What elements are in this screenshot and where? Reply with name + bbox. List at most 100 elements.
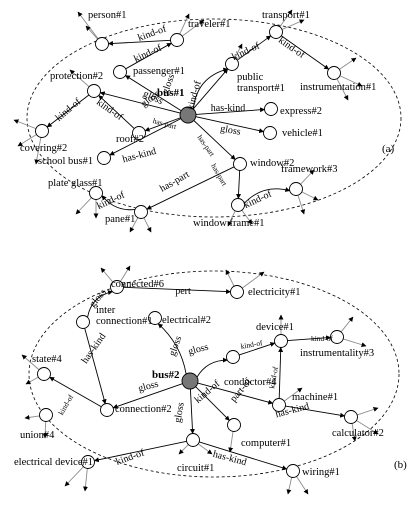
node-traveler — [170, 33, 184, 47]
outward-stub-person-0 — [77, 11, 99, 40]
outward-stub-covering-1 — [17, 134, 37, 147]
edge-bus-protection — [99, 91, 181, 114]
outward-stub-covering-0 — [13, 119, 37, 130]
edge-label-bus-connection: gloss — [137, 379, 160, 395]
edge-label-bus-roof: has-part — [152, 116, 179, 131]
edge-label-connection-state: kind-of — [56, 393, 75, 417]
edge-machine-device — [278, 347, 284, 399]
edge-bus-school_bus — [109, 118, 182, 156]
node-vehicle — [263, 126, 277, 140]
node-label-device: device#1 — [256, 322, 294, 333]
node-label-vehicle: vehicle#1 — [282, 128, 323, 139]
node-express — [264, 102, 278, 116]
outward-stub-framework-0 — [300, 169, 315, 185]
node-label-computer: computer#1 — [241, 438, 291, 449]
edge-passenger-traveler — [125, 42, 172, 70]
outward-stub-union-1 — [42, 421, 48, 439]
node-label-covering: covering#2 — [20, 143, 67, 154]
edge-public_transport-transport — [236, 35, 272, 61]
node-state — [37, 367, 51, 381]
outward-stub-electricity-0 — [225, 269, 235, 287]
edge-circuit-electrical_device — [93, 440, 187, 463]
outward-stub-wiring-1 — [286, 477, 293, 495]
edge-label-transport-instrumentation: kind-of — [276, 35, 307, 61]
edge-transport-instrumentation — [281, 35, 330, 70]
edge-conductor-device — [239, 342, 276, 356]
node-machine — [272, 398, 286, 412]
edge-bus-window — [193, 120, 236, 160]
outward-stub-framework-2 — [297, 195, 305, 215]
outward-stub-instrumentation-2 — [336, 78, 349, 101]
edge-window-window_frame — [236, 170, 242, 200]
node-label-conductor: conductor#4 — [224, 377, 277, 388]
node-label-connection: connection#2 — [115, 404, 172, 415]
edge-connection-state — [49, 376, 102, 408]
outward-stub-state-1 — [25, 376, 39, 385]
outward-stub-covering-2 — [34, 137, 42, 165]
edge-bus-vehicle — [195, 116, 265, 134]
node-public_transport — [225, 57, 239, 71]
outward-stub-union-0 — [24, 414, 40, 420]
node-computer — [227, 418, 241, 432]
edge-label-window-window_frame: has-part — [209, 162, 229, 188]
edge-bus-machine — [197, 382, 274, 405]
edge-label-passenger-traveler: kind-of — [132, 42, 164, 65]
outward-stub-transport-0 — [279, 9, 293, 28]
edge-connected-electricity — [123, 286, 232, 295]
node-label-passenger: passenger#1 — [133, 66, 185, 77]
edge-bus-public_transport — [192, 67, 229, 109]
node-wiring — [286, 464, 300, 478]
edge-label-connected-electricity: pert — [175, 286, 191, 297]
edge-bus-express — [195, 107, 266, 115]
edge-label-roof-protection: kind-of — [94, 97, 125, 123]
edge-interconnection-connected — [87, 290, 113, 318]
node-protection — [87, 84, 101, 98]
edge-label-circuit-electrical_device: kind-of — [114, 447, 146, 468]
outward-stub-state-0 — [21, 354, 40, 371]
panel-label-a: (a) — [382, 143, 395, 155]
outward-stub-framework-1 — [301, 191, 319, 201]
node-label-union: union#4 — [20, 430, 55, 441]
node-label-roof: roof#2 — [116, 134, 144, 145]
center-node — [179, 106, 197, 124]
node-label-circuit: circuit#1 — [177, 463, 214, 474]
outward-stub-public_transport-0 — [234, 43, 243, 59]
edge-bus-computer — [195, 386, 230, 421]
outward-stub-person-1 — [85, 25, 99, 40]
edge-label-bus-vehicle: gloss — [219, 123, 241, 137]
outward-stub-electrical_device-0 — [64, 466, 84, 487]
outward-stub-wiring-0 — [296, 476, 309, 495]
outward-stub-traveler-0 — [179, 13, 190, 35]
edge-label-bus-conductor: gloss — [187, 342, 210, 358]
node-interconnection — [76, 315, 90, 329]
node-label-pane: pane#1 — [105, 214, 135, 225]
node-instrumentality — [330, 330, 344, 344]
edge-traveler-person — [107, 39, 171, 46]
outward-stub-instrumentality-1 — [343, 338, 367, 348]
outward-stub-machine-0 — [283, 387, 303, 402]
node-label-window_frame: window frame#1 — [193, 218, 264, 229]
outward-stub-circuit-1 — [197, 443, 213, 455]
node-electrical — [148, 311, 162, 325]
node-device — [274, 334, 288, 348]
outward-stub-circuit-0 — [178, 444, 189, 455]
edge-roof-protection — [98, 95, 135, 129]
node-framework — [289, 182, 303, 196]
edge-bus-electrical — [157, 323, 187, 375]
edge-bus-circuit — [189, 388, 195, 435]
outward-stub-plate_glass-0 — [75, 197, 92, 215]
node-instrumentation — [327, 66, 341, 80]
edge-label-device-instrumentality: kind-of — [311, 334, 334, 343]
edge-label-bus-window: has-part — [195, 133, 217, 159]
edge-window-pane — [146, 166, 235, 210]
edge-label-bus-express: has-kind — [211, 103, 245, 114]
node-transport — [269, 25, 283, 39]
outward-stub-calculator-0 — [357, 407, 379, 416]
edge-bus-roof — [144, 117, 181, 132]
outward-stub-calculator-2 — [351, 423, 357, 442]
edge-label-bus-public_transport: kind-of — [185, 79, 203, 111]
node-label-protection: protection#2 — [50, 71, 103, 82]
edge-label-window-pane: has-part — [158, 169, 192, 195]
outward-stub-window_frame-0 — [227, 210, 236, 227]
